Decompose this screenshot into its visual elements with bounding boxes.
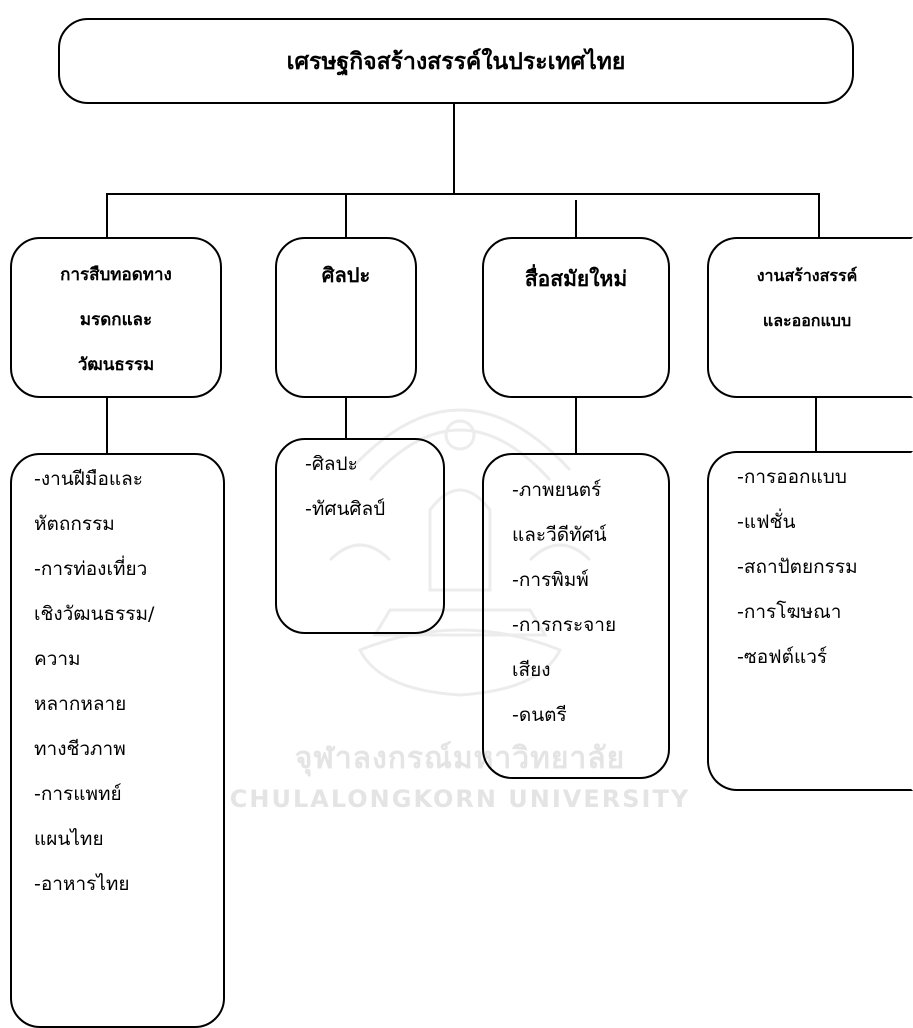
category-node-heritage: การสืบทอดทาง มรดกและ วัฒนธรรม: [10, 237, 222, 398]
list-item: -ดนตรี: [512, 704, 567, 726]
connector-cat1-up: [106, 193, 108, 237]
list-item: เสียง: [512, 659, 551, 681]
category-label: งานสร้างสรรค์: [756, 266, 858, 285]
category-node-arts: ศิลปะ: [275, 237, 417, 398]
category-node-media: สื่อสมัยใหม่: [482, 237, 670, 398]
connector-cat4-up: [818, 193, 820, 237]
category-label: และออกแบบ: [762, 311, 852, 330]
list-item: -สถาปัตยกรรม: [737, 556, 858, 578]
category-label: มรดกและ: [79, 310, 153, 330]
items-node-arts: -ศิลปะ -ทัศนศิลป์: [275, 438, 445, 634]
list-item: เชิงวัฒนธรรม/: [34, 603, 155, 625]
connector-cat4-down: [815, 398, 817, 451]
list-item: ทางชีวภาพ: [34, 738, 126, 760]
category-label: สื่อสมัยใหม่: [524, 267, 628, 291]
connector-cat1-down: [106, 398, 108, 453]
list-item: หัตถกรรม: [34, 513, 115, 535]
list-item: -การโฆษณา: [737, 601, 842, 623]
connector-cat2-up: [345, 193, 347, 237]
list-item: -การแพทย์: [34, 783, 122, 805]
list-item: -ซอฟต์แวร์: [737, 646, 828, 668]
list-item: หลากหลาย: [34, 693, 127, 715]
items-node-heritage: -งานฝีมือและ หัตถกรรม -การท่องเที่ยว เชิ…: [10, 453, 225, 1028]
item-list: -ภาพยนตร์ และวีดีทัศน์ -การพิมพ์ -การกระ…: [512, 468, 616, 738]
list-item: -ทัศนศิลป์: [305, 498, 386, 520]
connector-cat3-up: [575, 200, 577, 238]
connector-cat3-down: [575, 398, 577, 453]
list-item: -อาหารไทย: [34, 873, 130, 895]
list-item: แผนไทย: [34, 828, 104, 850]
item-list: -การออกแบบ -แฟชั่น -สถาปัตยกรรม -การโฆษณ…: [737, 455, 858, 680]
root-label: เศรษฐกิจสร้างสรรค์ในประเทศไทย: [286, 49, 626, 75]
list-item: -แฟชั่น: [737, 511, 796, 533]
items-node-design: -การออกแบบ -แฟชั่น -สถาปัตยกรรม -การโฆษณ…: [707, 451, 913, 791]
watermark-english: CHULALONGKORN UNIVERSITY: [229, 785, 691, 813]
list-item: -ภาพยนตร์: [512, 479, 602, 501]
item-list: -ศิลปะ -ทัศนศิลป์: [305, 442, 385, 532]
list-item: -งานฝีมือและ: [34, 468, 143, 490]
category-label: วัฒนธรรม: [77, 355, 155, 375]
items-node-media: -ภาพยนตร์ และวีดีทัศน์ -การพิมพ์ -การกระ…: [482, 453, 670, 779]
item-list: -งานฝีมือและ หัตถกรรม -การท่องเที่ยว เชิ…: [34, 457, 154, 907]
list-item: -การพิมพ์: [512, 569, 589, 591]
category-node-design: งานสร้างสรรค์ และออกแบบ: [707, 237, 913, 398]
list-item: ความ: [34, 648, 81, 670]
connector-root-down: [453, 104, 455, 194]
list-item: และวีดีทัศน์: [512, 524, 607, 546]
connector-horizontal-bus: [106, 193, 818, 195]
root-node: เศรษฐกิจสร้างสรรค์ในประเทศไทย: [58, 18, 854, 104]
list-item: -การกระจาย: [512, 614, 617, 636]
category-label: ศิลปะ: [321, 263, 371, 287]
list-item: -ศิลปะ: [305, 453, 358, 475]
category-label: การสืบทอดทาง: [60, 265, 172, 285]
list-item: -การออกแบบ: [737, 466, 847, 488]
connector-cat2-down: [345, 398, 347, 438]
list-item: -การท่องเที่ยว: [34, 558, 148, 580]
